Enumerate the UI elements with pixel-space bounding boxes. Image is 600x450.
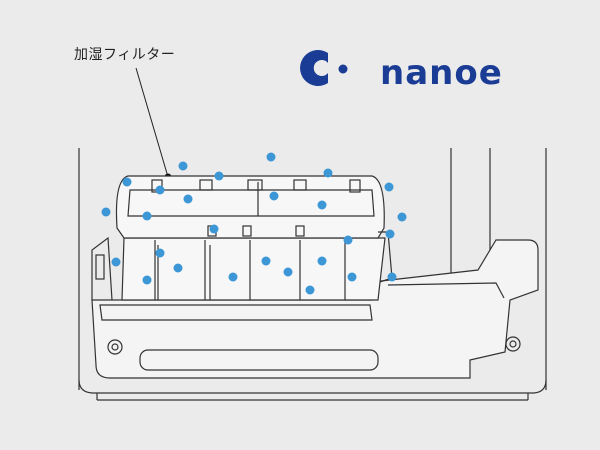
brand-wordmark: nanoe [380,53,503,93]
nanoe-ion-dot-icon [317,256,327,266]
nanoe-ion-dot-icon [266,152,276,162]
nanoe-ion-dot-icon [209,224,219,234]
nanoe-ion-dot-icon [317,200,327,210]
screw-icon [107,339,123,355]
nanoe-ion-dot-icon [178,161,188,171]
nanoe-ion-dot-icon [305,285,315,295]
humidifying-filter-icon [115,175,393,301]
nanoe-ion-dot-icon [228,272,238,282]
callout-leader-line [135,67,169,178]
nanoe-ion-dot-icon [155,248,165,258]
nanoe-ion-dot-icon [384,182,394,192]
nanoe-ion-dot-icon [343,235,353,245]
nanoe-ion-dot-icon [142,211,152,221]
nanoe-ion-dot-icon [155,185,165,195]
back-column [450,148,491,277]
screw-icon [505,336,521,352]
nanoe-ion-dot-icon [269,191,279,201]
nanoe-ion-dot-icon [111,257,121,267]
tray-left-frame [91,236,113,301]
nanoe-ion-dot-icon [387,272,397,282]
nanoe-ion-dot-icon [122,177,132,187]
housing-outline [78,148,547,401]
nanoe-ion-dot-icon [173,263,183,273]
nanoe-ion-dot-icon [397,212,407,222]
nanoe-dot-icon [338,64,348,74]
nanoe-ion-dot-icon [142,275,152,285]
nanoe-circle-icon [300,50,328,86]
nanoe-ion-dots [101,152,407,295]
nanoe-ion-dot-icon [283,267,293,277]
callout-label: 加湿フィルター [74,47,176,63]
water-tray [91,239,539,379]
nanoe-ion-dot-icon [214,171,224,181]
nanoe-logo: nanoe [300,50,503,93]
nanoe-ion-dot-icon [101,207,111,217]
tray-screws [107,336,521,355]
nanoe-ion-dot-icon [385,229,395,239]
nanoe-ion-dot-icon [261,256,271,266]
nanoe-ion-dot-icon [183,194,193,204]
nanoe-ion-dot-icon [347,272,357,282]
nanoe-ion-dot-icon [323,168,333,178]
